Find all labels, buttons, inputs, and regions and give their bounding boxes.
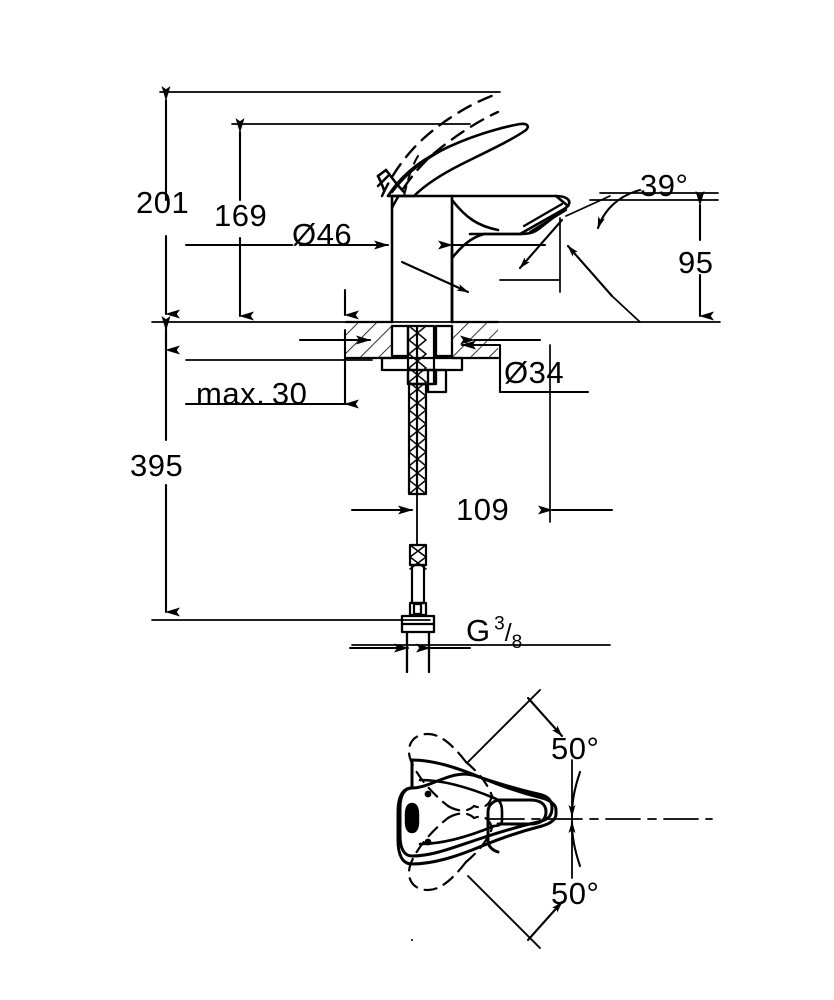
label-overall-height-201: 201 (136, 185, 190, 220)
label-total-height-395: 395 (130, 448, 184, 483)
reference-lines (151, 91, 721, 646)
label-swivel-left-50: 50° (551, 731, 600, 766)
thread-numerator: 3 (494, 613, 505, 635)
handle-ghost-right (407, 812, 494, 892)
handle-plan-outline (396, 758, 558, 866)
leader-39-a (518, 218, 564, 270)
label-diameter-34: Ø34 (504, 355, 565, 390)
countertop-section (298, 320, 542, 360)
arc-39 (596, 188, 642, 230)
thread-denominator: 8 (511, 632, 523, 654)
thread-tail (405, 630, 431, 674)
connector-nut (400, 614, 436, 634)
top-plan-view (396, 689, 713, 949)
front-elevation-view (151, 86, 721, 674)
thread-letter: G (466, 613, 491, 648)
supply-hose-lower (408, 543, 428, 617)
faucet-spout (450, 194, 571, 324)
label-swivel-right-50: 50° (551, 876, 600, 911)
leader-spout-underside (400, 260, 470, 294)
spout-aerator (522, 202, 568, 234)
leader-39-b (566, 244, 614, 298)
arc-swivel-lower (568, 820, 582, 868)
lever-handle (376, 122, 530, 198)
threaded-shank (406, 324, 436, 386)
hose-braid-texture (408, 325, 427, 495)
label-countertop-max-30: max. 30 (196, 376, 308, 411)
handle-aerator-slot (404, 790, 432, 846)
dimension-angle-39 (499, 188, 642, 323)
label-spout-reach-109: 109 (456, 492, 510, 527)
thread-slash: / (504, 619, 512, 647)
label-spout-height-95: 95 (678, 245, 714, 280)
dimension-max-30 (184, 288, 359, 409)
faucet-body (390, 194, 454, 324)
label-height-169: 169 (214, 198, 268, 233)
label-diameter-46: Ø46 (292, 217, 353, 252)
arc-swivel-upper (568, 770, 582, 818)
handle-ghost-left (407, 732, 494, 812)
label-angle-39: 39° (640, 168, 689, 203)
